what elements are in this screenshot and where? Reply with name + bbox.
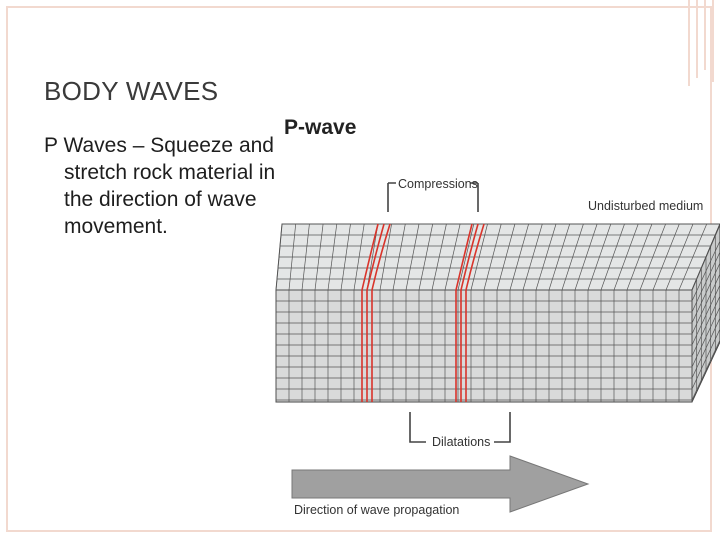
direction-arrow (291, 455, 590, 513)
dilatations-bracket (409, 412, 511, 443)
medium-grid (275, 223, 720, 402)
p-wave-diagram: P-wave Compressions Undisturbed medium D… (262, 96, 720, 526)
compression-zone-2 (455, 223, 485, 402)
slide-title: BODY WAVES (44, 76, 219, 106)
direction-label: Direction of wave propagation (294, 503, 459, 517)
undisturbed-medium-label: Undisturbed medium (588, 199, 703, 213)
dilatations-label: Dilatations (432, 435, 490, 449)
compression-zone-1 (361, 223, 391, 402)
slide-body-text: P Waves – Squeeze and stretch rock mater… (44, 134, 276, 238)
diagram-heading: P-wave (284, 116, 356, 139)
compressions-label: Compressions (398, 177, 478, 191)
decorative-vertical-lines (688, 0, 714, 86)
compressions-bracket (387, 182, 479, 212)
